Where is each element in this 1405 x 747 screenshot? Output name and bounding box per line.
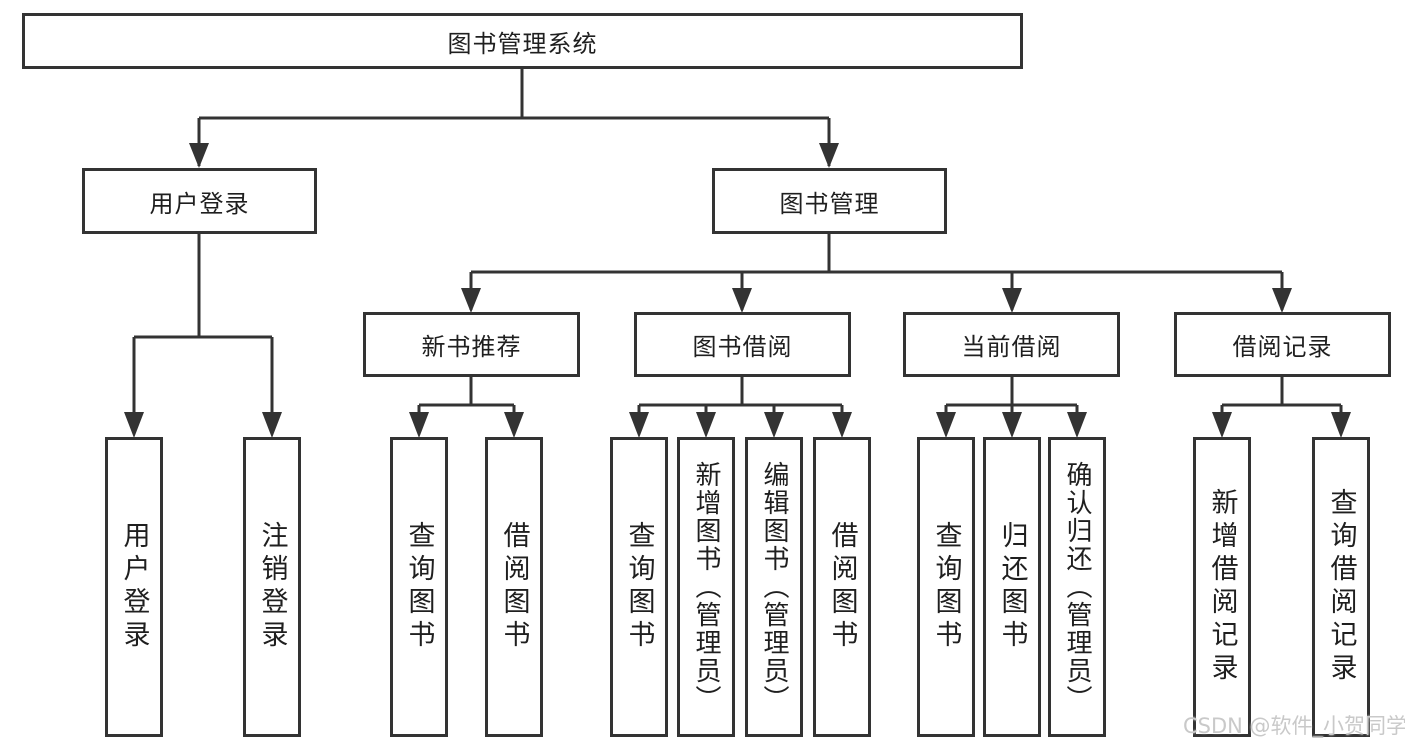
- leaf-edit-book-admin: 编辑图书（管理员）: [745, 437, 803, 737]
- leaf-add-book-admin: 新增图书（管理员）: [677, 437, 735, 737]
- node-library-management-system: 图书管理系统: [22, 13, 1023, 69]
- leaf-user-login: 用户登录: [105, 437, 163, 737]
- node-label: 查询借阅记录: [1325, 488, 1357, 686]
- node-book-borrowing: 图书借阅: [634, 312, 851, 377]
- node-label: 用户登录: [118, 521, 150, 653]
- node-label: 注销登录: [256, 521, 288, 653]
- node-label: 新书推荐: [421, 333, 522, 361]
- node-label: 确认归还（管理员）: [1062, 461, 1092, 713]
- node-label: 查询图书: [930, 521, 962, 653]
- node-new-book-recommend: 新书推荐: [363, 312, 580, 377]
- leaf-confirm-return-admin: 确认归还（管理员）: [1048, 437, 1106, 737]
- leaf-query-borrow-record: 查询借阅记录: [1312, 437, 1370, 737]
- node-label: 用户登录: [149, 189, 250, 218]
- node-label: 查询图书: [623, 521, 655, 653]
- node-book-management: 图书管理: [712, 168, 947, 234]
- leaf-query-books-borrowing: 查询图书: [610, 437, 668, 737]
- node-label: 借阅记录: [1232, 333, 1333, 361]
- node-label: 查询图书: [403, 521, 435, 653]
- node-label: 图书管理: [779, 189, 880, 218]
- leaf-borrow-books-borrowing: 借阅图书: [813, 437, 871, 737]
- node-label: 归还图书: [996, 521, 1028, 653]
- node-user-login-group: 用户登录: [82, 168, 317, 234]
- node-label: 借阅图书: [498, 521, 530, 653]
- leaf-logout: 注销登录: [243, 437, 301, 737]
- node-label: 图书借阅: [692, 333, 793, 361]
- node-label: 编辑图书（管理员）: [759, 461, 789, 713]
- leaf-return-book: 归还图书: [983, 437, 1041, 737]
- leaf-query-books-recommend: 查询图书: [390, 437, 448, 737]
- node-label: 新增借阅记录: [1206, 488, 1238, 686]
- node-borrowing-records: 借阅记录: [1174, 312, 1391, 377]
- leaf-add-borrow-record: 新增借阅记录: [1193, 437, 1251, 737]
- leaf-borrow-books-recommend: 借阅图书: [485, 437, 543, 737]
- node-label: 新增图书（管理员）: [691, 461, 721, 713]
- node-label: 借阅图书: [826, 521, 858, 653]
- node-label: 当前借阅: [961, 333, 1062, 361]
- node-label: 图书管理系统: [447, 29, 598, 58]
- node-current-borrowing: 当前借阅: [903, 312, 1120, 377]
- leaf-query-books-current: 查询图书: [917, 437, 975, 737]
- tree-edges: [132, 69, 1343, 433]
- csdn-watermark: CSDN @软件_小贺同学: [1183, 714, 1405, 738]
